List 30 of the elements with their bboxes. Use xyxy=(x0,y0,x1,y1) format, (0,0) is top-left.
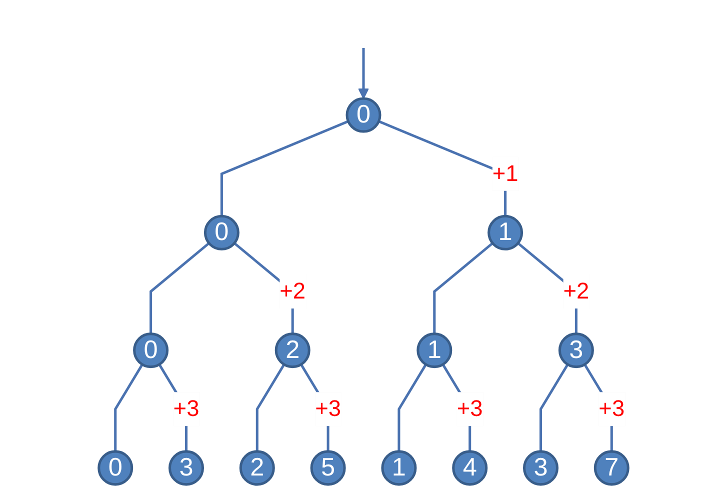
connector xyxy=(114,364,144,452)
connector xyxy=(539,364,569,452)
node-circle: 0 xyxy=(133,332,169,368)
connector xyxy=(220,120,349,216)
node-circle: 3 xyxy=(522,450,558,486)
edge-label: +3 xyxy=(598,396,625,422)
node-circle: 4 xyxy=(452,450,488,486)
edge-label: +3 xyxy=(173,396,200,422)
edge-label: +2 xyxy=(563,278,590,304)
edge-label: +3 xyxy=(315,396,342,422)
connector xyxy=(398,364,427,452)
node-circle: 2 xyxy=(239,450,275,486)
node-circle: 0 xyxy=(98,450,134,486)
node-circle: 1 xyxy=(381,450,417,486)
connector xyxy=(150,242,210,334)
node-circle: 5 xyxy=(310,450,346,486)
node-circle: 2 xyxy=(274,332,310,368)
edge-label: +1 xyxy=(492,160,518,186)
node-circle: 1 xyxy=(416,332,452,368)
node-circle: 3 xyxy=(558,332,594,368)
connector xyxy=(433,242,494,334)
node-circle: 3 xyxy=(168,450,204,486)
node-circle: 1 xyxy=(488,214,524,250)
node-circle: 0 xyxy=(346,97,382,133)
edge-label: +2 xyxy=(280,278,306,304)
edge-label: +3 xyxy=(456,396,483,422)
node-circle: 0 xyxy=(204,214,240,250)
connector xyxy=(256,364,286,452)
arrow xyxy=(358,48,370,100)
node-circle: 7 xyxy=(594,450,630,486)
